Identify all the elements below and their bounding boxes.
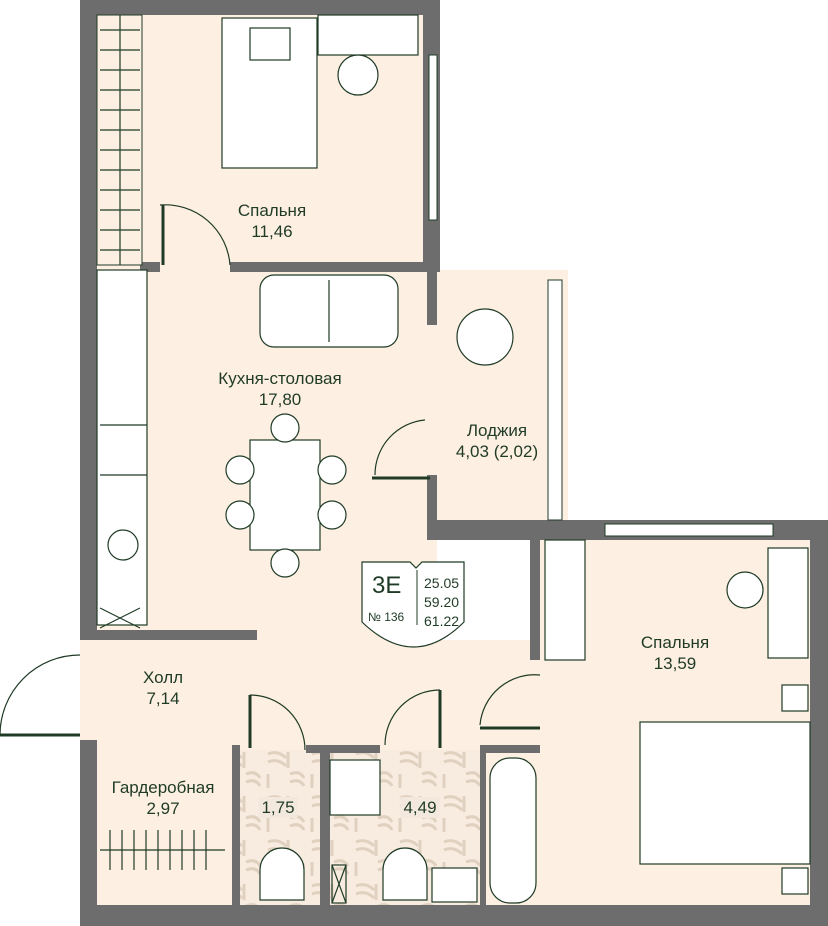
room-area: 13,59 <box>653 654 697 673</box>
room-area: 1,75 <box>261 798 295 817</box>
door-leaves <box>0 205 540 748</box>
furniture <box>0 14 811 904</box>
room-area: 2,97 <box>146 799 180 818</box>
apartment-number: № 136 <box>368 610 405 624</box>
room-area: 4,49 <box>403 798 437 817</box>
room-name: Лоджия <box>466 421 528 440</box>
room-name: Гардеробная <box>111 778 215 797</box>
room-name: Кухня-столовая <box>218 369 342 388</box>
badge-shape <box>361 561 465 648</box>
room-area: 4,03 (2,02) <box>455 442 539 461</box>
room-bedroom-2: Спальня 13,59 <box>641 632 709 674</box>
room-loggia: Лоджия 4,03 (2,02) <box>456 420 538 462</box>
total-area-with-loggia: 61.22 <box>424 613 460 629</box>
room-wardrobe: Гардеробная 2,97 <box>112 777 215 819</box>
living-area: 25.05 <box>424 575 460 591</box>
room-area: 11,46 <box>251 222 293 241</box>
room-name: Спальня <box>640 633 710 652</box>
room-wc: 1,75 <box>258 797 298 818</box>
room-hall: Холл 7,14 <box>143 667 183 709</box>
room-area: 7,14 <box>146 689 180 708</box>
room-bedroom-1: Спальня 11,46 <box>238 200 306 242</box>
room-area: 17,80 <box>258 390 302 409</box>
apartment-areas: 25.05 59.20 61.22 <box>424 574 459 631</box>
room-kitchen: Кухня-столовая 17,80 <box>218 368 341 410</box>
apartment-type: 3E <box>372 572 402 599</box>
total-area: 59.20 <box>424 594 460 610</box>
room-name: Холл <box>142 668 184 687</box>
room-bathroom: 4,49 <box>400 797 440 818</box>
room-name: Спальня <box>237 201 307 220</box>
apartment-badge: 3E № 136 25.05 59.20 61.22 <box>360 562 468 654</box>
